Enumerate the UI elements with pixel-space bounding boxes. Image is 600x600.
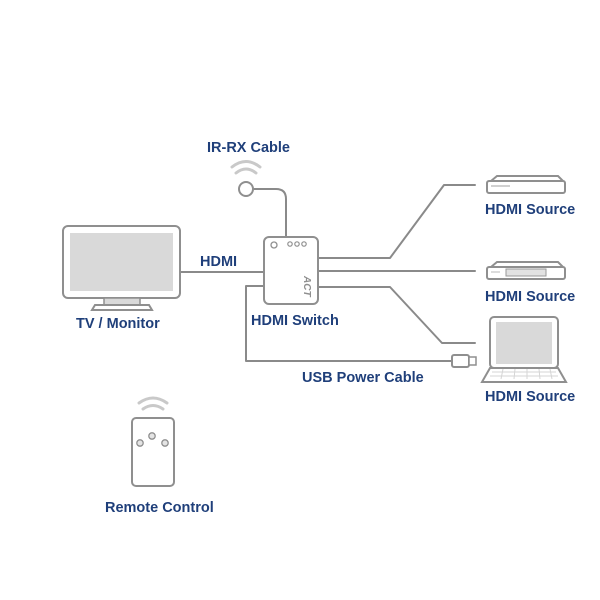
- remote-signal-waves-icon: [137, 396, 169, 411]
- laptop-icon: [480, 316, 568, 383]
- usb-power-cable-label: USB Power Cable: [302, 370, 424, 386]
- hdmi-switch-label: HDMI Switch: [251, 313, 339, 329]
- tv-monitor-icon: [62, 225, 181, 311]
- ir-signal-waves-icon: [230, 160, 262, 175]
- usb-power-cable: [245, 285, 453, 362]
- set-top-box-icon: [486, 175, 566, 194]
- ir-rx-cable: [252, 188, 287, 238]
- hdmi-source-3-label: HDMI Source: [485, 389, 575, 405]
- hdmi-source-2-label: HDMI Source: [485, 289, 575, 305]
- switch-brand-logo: ACT: [301, 275, 312, 297]
- cables: [180, 184, 476, 362]
- hdmi-cable-label: HDMI: [200, 254, 237, 270]
- tv-monitor-label: TV / Monitor: [76, 316, 160, 332]
- remote-control-icon: [131, 417, 175, 487]
- ir-rx-cable-label: IR-RX Cable: [207, 140, 290, 156]
- hdmi-cable-source-1: [317, 184, 476, 259]
- remote-control-label: Remote Control: [105, 500, 214, 516]
- hdmi-switch-icon: [263, 236, 319, 305]
- hdmi-source-1-label: HDMI Source: [485, 202, 575, 218]
- usb-plug-icon: [451, 354, 477, 368]
- dvd-player-icon: [486, 261, 566, 280]
- ir-sensor-icon: [238, 181, 254, 197]
- hdmi-cable-source-3: [317, 286, 476, 344]
